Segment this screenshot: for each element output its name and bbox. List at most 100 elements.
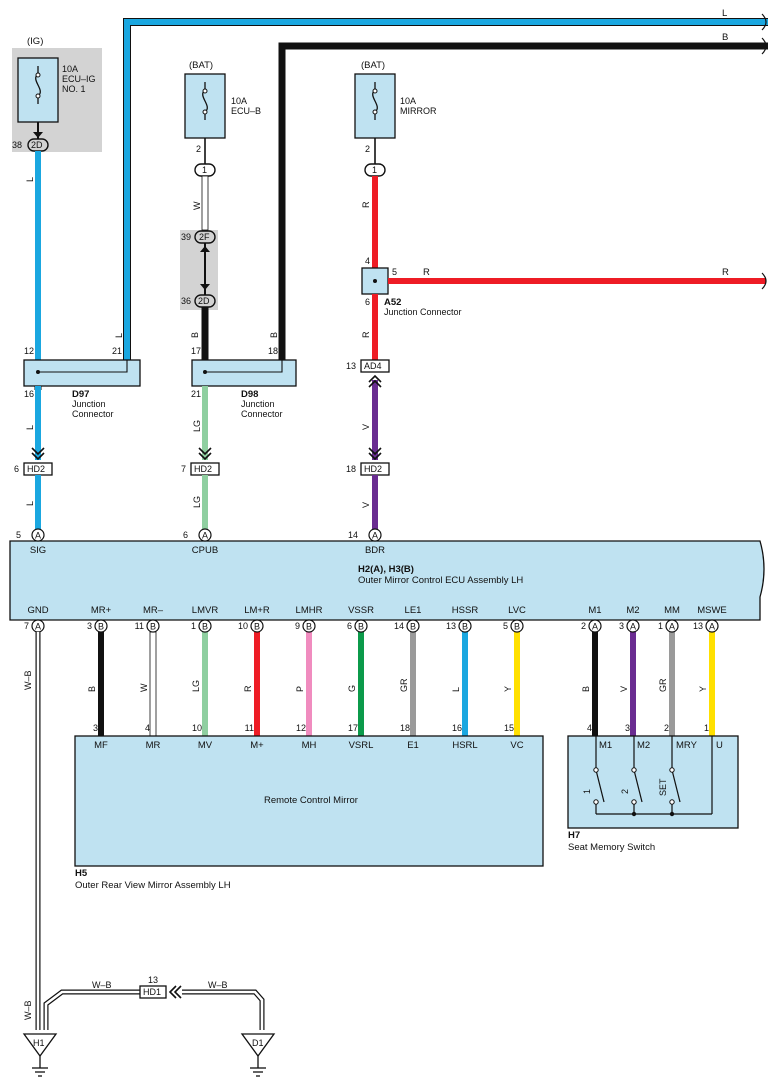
d97-line1: Junction bbox=[72, 399, 106, 409]
wire-w-label: W bbox=[192, 201, 202, 210]
conn-2d-ecu-b-label: 2D bbox=[198, 296, 210, 306]
d98-box bbox=[191, 359, 297, 387]
top-wire-b: B bbox=[278, 32, 768, 360]
ecu-wire-5-label: P bbox=[295, 686, 305, 692]
ecu-top-pin-2-letter: A bbox=[372, 531, 378, 541]
pin-6a: 6 bbox=[14, 464, 19, 474]
switch-2-label: 2 bbox=[620, 789, 630, 794]
ecu-bottom-pin-3-number: 1 bbox=[191, 621, 196, 631]
pin-13-ad4: 13 bbox=[346, 361, 356, 371]
ecu-bottom-pin-1-number: 3 bbox=[87, 621, 92, 631]
ecu-top-pin-2-label: BDR bbox=[365, 545, 385, 556]
wire-b-label-18: B bbox=[269, 332, 279, 338]
ecu-wire-6-label: G bbox=[347, 685, 357, 692]
ecu-bottom-pin-11-number: 3 bbox=[619, 621, 624, 631]
pin-16: 16 bbox=[24, 389, 34, 399]
ecu-wire-10-label: B bbox=[581, 686, 591, 692]
d97-code: D97 bbox=[72, 389, 89, 400]
ecu-wire-7-label: GR bbox=[399, 678, 409, 692]
fuse-mirror-rating: 10A bbox=[400, 96, 416, 106]
ecu-wire-1-label: B bbox=[87, 686, 97, 692]
d97-line2: Connector bbox=[72, 409, 114, 419]
ecu-wire-11-label: V bbox=[619, 686, 629, 692]
mirror-pin-5-number: 17 bbox=[348, 723, 358, 733]
pin-21b: 21 bbox=[191, 389, 201, 399]
ecu-bottom-pin-11-label: M2 bbox=[626, 605, 639, 616]
conn-hd1-label: HD1 bbox=[143, 987, 161, 997]
ecu-top-pin-0-label: SIG bbox=[30, 545, 46, 556]
ecu-bottom-pin-4-number: 10 bbox=[238, 621, 248, 631]
mirror-pin-1-label: MR bbox=[146, 740, 161, 751]
mirror-pin-7-number: 16 bbox=[452, 723, 462, 733]
conn-1-mirror-label: 1 bbox=[372, 165, 377, 175]
wire-l-label-21: L bbox=[114, 333, 124, 338]
ecu-bottom-pin-13-circle bbox=[705, 619, 719, 633]
pin-13-hd1: 13 bbox=[148, 975, 158, 985]
mirror-name: Outer Rear View Mirror Assembly LH bbox=[75, 880, 231, 891]
ecu-bottom-pin-10-circle bbox=[588, 619, 602, 633]
ecu-wire-9-label: Y bbox=[503, 686, 513, 692]
ecu-bottom-pin-2-letter: B bbox=[150, 622, 156, 632]
wire-wb-label-3: W–B bbox=[208, 980, 228, 990]
conn-1-ecu-b-label: 1 bbox=[202, 165, 207, 175]
column-ecu-b: (BAT) 10A ECU–B 2 1 W 2F 39 2D 36 B 17 1… bbox=[181, 60, 297, 529]
wire-l-label-1: L bbox=[25, 177, 35, 182]
ecu-bottom-pin-5-circle bbox=[302, 619, 316, 633]
mirror-box bbox=[74, 735, 544, 867]
ecu-bottom-pin-7-label: LE1 bbox=[405, 605, 422, 616]
ecu-bottom-pin-9-letter: B bbox=[514, 622, 520, 632]
conn-hd2-1-label: HD2 bbox=[27, 464, 45, 474]
ecu-bottom-pin-13-number: 13 bbox=[693, 621, 703, 631]
pin-38: 38 bbox=[12, 140, 22, 150]
wire-v-label-2: V bbox=[361, 502, 371, 508]
ecu-top-pin-1-circle bbox=[198, 528, 212, 542]
mirror-pin-5-label: VSRL bbox=[349, 740, 374, 751]
column-mirror: (BAT) 10A MIRROR 2 1 R 4 5 R R 6 A52 Jun… bbox=[346, 60, 767, 529]
ground-d1-label: D1 bbox=[252, 1038, 264, 1048]
pin-21a: 21 bbox=[112, 346, 122, 356]
d97-box bbox=[23, 359, 141, 387]
ecu-bottom-pin-8-letter: B bbox=[462, 622, 468, 632]
mirror-pin-6-number: 18 bbox=[400, 723, 410, 733]
ecu-bottom-pin-3-letter: B bbox=[202, 622, 208, 632]
ecu-top-pin-1-label: CPUB bbox=[192, 545, 218, 556]
switch-pin-2-label: MRY bbox=[676, 740, 698, 751]
wire-r-label-1: R bbox=[361, 201, 371, 208]
wire-l-label-16: L bbox=[25, 425, 35, 430]
mirror-pin-3-number: 11 bbox=[245, 723, 254, 733]
ecu-bottom-pin-1-letter: B bbox=[98, 622, 104, 632]
ecu-bottom-pin-4-letter: B bbox=[254, 622, 260, 632]
ecu-bottom-pin-1-label: MR+ bbox=[91, 605, 112, 616]
wire-l-label-hd2: L bbox=[25, 501, 35, 506]
ecu-bottom-pin-1-circle bbox=[94, 619, 108, 633]
switch-pin-3-number: 1 bbox=[704, 723, 709, 733]
ecu-bottom-pin-8-circle bbox=[458, 619, 472, 633]
conn-2d-ig-label: 2D bbox=[31, 140, 43, 150]
d98-code: D98 bbox=[241, 389, 258, 400]
ecu-box bbox=[9, 540, 765, 621]
pin-18-d98: 18 bbox=[268, 346, 278, 356]
bat1-source-label: (BAT) bbox=[189, 60, 213, 71]
pin-6-a52: 6 bbox=[365, 297, 370, 307]
wire-v-label: V bbox=[361, 424, 371, 430]
ecu-bottom-pin-8-number: 13 bbox=[446, 621, 456, 631]
ecu-wire-4-label: R bbox=[243, 685, 253, 692]
fuse-mirror-name1: MIRROR bbox=[400, 106, 437, 116]
conn-hd2-3-label: HD2 bbox=[364, 464, 382, 474]
a52-code: A52 bbox=[384, 297, 401, 308]
ecu-wire-13-label: Y bbox=[698, 686, 708, 692]
ecu-bottom-pin-2-number: 11 bbox=[135, 621, 144, 631]
ecu-bottom-pin-9-label: LVC bbox=[508, 605, 526, 616]
pin-36: 36 bbox=[181, 296, 191, 306]
ecu-bottom-pin-2-label: MR– bbox=[143, 605, 164, 616]
ecu-bottom-pin-12-letter: A bbox=[669, 622, 675, 632]
ecu-top-pin-1-letter: A bbox=[202, 531, 208, 541]
ecu-wire-2-label: W bbox=[139, 683, 149, 692]
wire-wb-label-4: W–B bbox=[23, 1000, 33, 1020]
ecu-bottom-pin-5-label: LMHR bbox=[296, 605, 323, 616]
wire-r-label-2: R bbox=[361, 331, 371, 338]
fuse-ecu-b-rating: 10A bbox=[231, 96, 247, 106]
wire-r-label-a52: R bbox=[423, 267, 430, 278]
